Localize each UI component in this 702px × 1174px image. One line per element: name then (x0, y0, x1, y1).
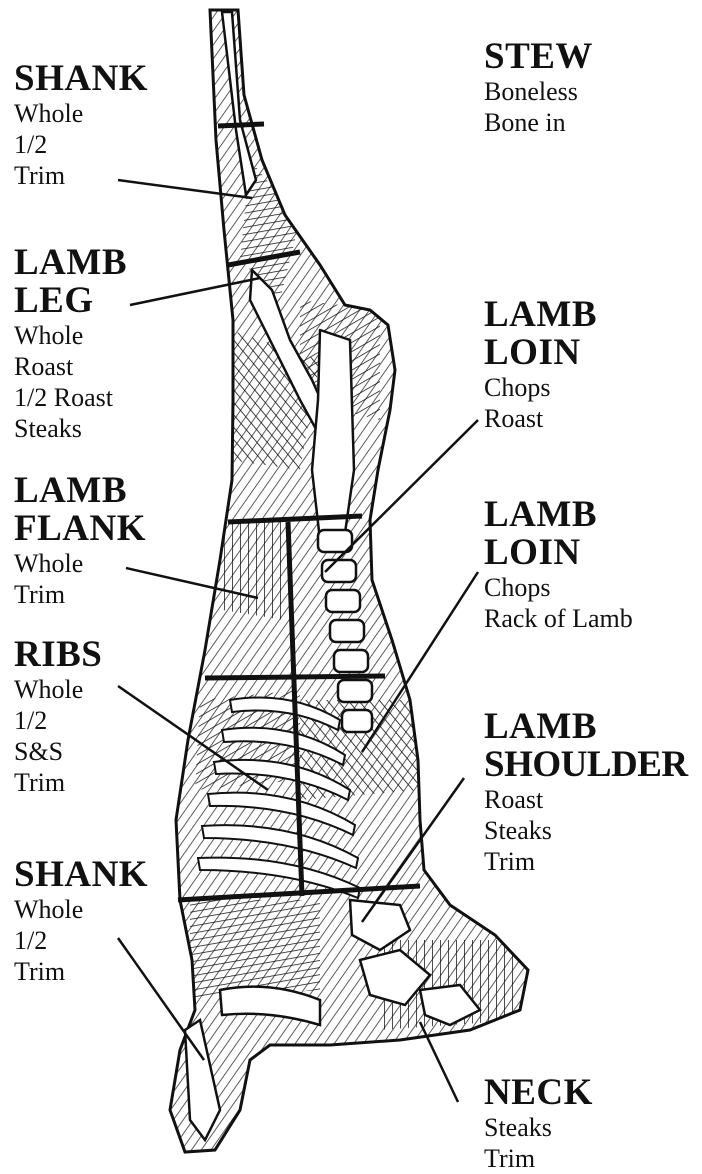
label-item: Whole (14, 894, 148, 925)
label-item: 1/2 (14, 925, 148, 956)
label-item: Trim (484, 846, 688, 877)
label-title: LAMB (14, 244, 127, 282)
label-title: LOIN (484, 534, 633, 572)
label-shank-bottom: SHANK Whole 1/2 Trim (14, 856, 148, 987)
label-item: Rack of Lamb (484, 603, 633, 634)
label-lamb-flank: LAMB FLANK Whole Trim (14, 472, 146, 610)
label-item: S&S (14, 736, 102, 767)
label-item: 1/2 Roast (14, 382, 127, 413)
label-item: Trim (484, 1143, 593, 1174)
label-title: NECK (484, 1074, 593, 1112)
label-title: RIBS (14, 636, 102, 674)
label-title: LEG (14, 282, 127, 320)
label-item: Roast (484, 403, 597, 434)
label-title: LOIN (484, 334, 597, 372)
label-item: Chops (484, 372, 597, 403)
label-item: Trim (14, 956, 148, 987)
label-lamb-loin-2: LAMB LOIN Chops Rack of Lamb (484, 496, 633, 634)
label-item: Trim (14, 767, 102, 798)
label-title: STEW (484, 38, 593, 76)
label-item: Roast (484, 784, 688, 815)
label-title: LAMB (484, 496, 633, 534)
label-title: LAMB (484, 708, 688, 746)
label-item: Steaks (14, 413, 127, 444)
label-title: SHANK (14, 856, 148, 894)
label-item: Roast (14, 351, 127, 382)
label-neck: NECK Steaks Trim (484, 1074, 593, 1174)
label-title: LAMB (484, 296, 597, 334)
label-item: Boneless (484, 76, 593, 107)
label-item: Steaks (484, 1112, 593, 1143)
label-item: Chops (484, 572, 633, 603)
label-title: SHANK (14, 60, 148, 98)
label-shank-top: SHANK Whole 1/2 Trim (14, 60, 148, 191)
label-item: Whole (14, 548, 146, 579)
label-item: Whole (14, 98, 148, 129)
label-lamb-leg: LAMB LEG Whole Roast 1/2 Roast Steaks (14, 244, 127, 444)
label-item: Trim (14, 160, 148, 191)
label-ribs: RIBS Whole 1/2 S&S Trim (14, 636, 102, 798)
label-item: Whole (14, 320, 127, 351)
label-title: SHOULDER (484, 746, 688, 784)
label-item: 1/2 (14, 129, 148, 160)
label-title: LAMB (14, 472, 146, 510)
label-item: Steaks (484, 815, 688, 846)
label-stew: STEW Boneless Bone in (484, 38, 593, 138)
label-item: Whole (14, 674, 102, 705)
label-lamb-loin-1: LAMB LOIN Chops Roast (484, 296, 597, 434)
label-item: Trim (14, 579, 146, 610)
label-lamb-shoulder: LAMB SHOULDER Roast Steaks Trim (484, 708, 688, 877)
label-item: Bone in (484, 107, 593, 138)
label-title: FLANK (14, 510, 146, 548)
label-item: 1/2 (14, 705, 102, 736)
